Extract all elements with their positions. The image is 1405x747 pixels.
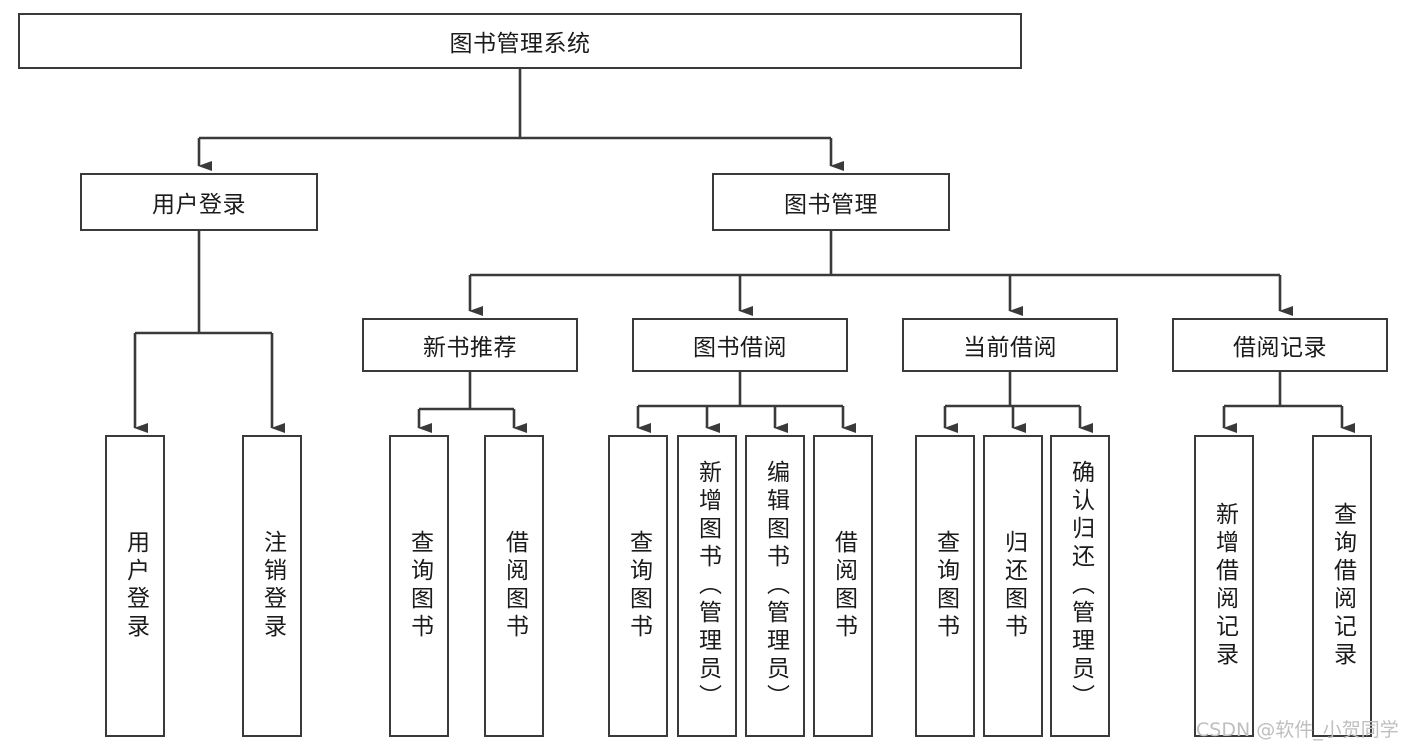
node-leaf-add-book-label: 新增图书（管理员） bbox=[694, 460, 721, 712]
node-user-login-label: 用户登录 bbox=[152, 192, 246, 218]
node-leaf-user-logout[interactable]: 注销登录 bbox=[242, 435, 302, 737]
node-current-borrow-label: 当前借阅 bbox=[963, 335, 1057, 361]
node-leaf-return-book-label: 归还图书 bbox=[1000, 530, 1027, 642]
node-root-label: 图书管理系统 bbox=[449, 31, 591, 57]
node-leaf-user-login-label: 用户登录 bbox=[122, 530, 149, 642]
node-book-borrow-label: 图书借阅 bbox=[693, 335, 787, 361]
node-leaf-add-book[interactable]: 新增图书（管理员） bbox=[677, 435, 737, 737]
watermark: CSDN @软件_小贺同学 bbox=[1196, 715, 1399, 742]
node-leaf-query-borrow-record[interactable]: 查询借阅记录 bbox=[1312, 435, 1372, 737]
node-leaf-borrow-book-recommend-label: 借阅图书 bbox=[501, 530, 528, 642]
node-current-borrow[interactable]: 当前借阅 bbox=[902, 318, 1118, 372]
node-new-book-recommend-label: 新书推荐 bbox=[423, 335, 517, 361]
node-leaf-user-logout-label: 注销登录 bbox=[259, 530, 286, 642]
node-root[interactable]: 图书管理系统 bbox=[18, 13, 1022, 69]
node-book-borrow[interactable]: 图书借阅 bbox=[632, 318, 848, 372]
node-leaf-add-borrow-record-label: 新增借阅记录 bbox=[1211, 502, 1238, 670]
node-book-manage-label: 图书管理 bbox=[784, 192, 878, 218]
node-book-manage[interactable]: 图书管理 bbox=[712, 173, 950, 231]
node-leaf-query-book-current[interactable]: 查询图书 bbox=[915, 435, 975, 737]
node-leaf-borrow-book-recommend[interactable]: 借阅图书 bbox=[484, 435, 544, 737]
node-borrow-record[interactable]: 借阅记录 bbox=[1172, 318, 1388, 372]
node-user-login[interactable]: 用户登录 bbox=[80, 173, 318, 231]
node-leaf-return-book[interactable]: 归还图书 bbox=[983, 435, 1043, 737]
node-leaf-confirm-return[interactable]: 确认归还（管理员） bbox=[1050, 435, 1110, 737]
node-leaf-query-book-borrow[interactable]: 查询图书 bbox=[608, 435, 668, 737]
node-leaf-query-book-current-label: 查询图书 bbox=[932, 530, 959, 642]
node-leaf-user-login[interactable]: 用户登录 bbox=[105, 435, 165, 737]
node-leaf-query-borrow-record-label: 查询借阅记录 bbox=[1329, 502, 1356, 670]
node-leaf-borrow-book[interactable]: 借阅图书 bbox=[813, 435, 873, 737]
node-leaf-edit-book[interactable]: 编辑图书（管理员） bbox=[745, 435, 805, 737]
node-leaf-edit-book-label: 编辑图书（管理员） bbox=[762, 460, 789, 712]
node-new-book-recommend[interactable]: 新书推荐 bbox=[362, 318, 578, 372]
node-leaf-query-book-recommend[interactable]: 查询图书 bbox=[389, 435, 449, 737]
node-leaf-query-book-borrow-label: 查询图书 bbox=[625, 530, 652, 642]
node-leaf-query-book-recommend-label: 查询图书 bbox=[406, 530, 433, 642]
node-leaf-add-borrow-record[interactable]: 新增借阅记录 bbox=[1194, 435, 1254, 737]
node-leaf-confirm-return-label: 确认归还（管理员） bbox=[1067, 460, 1094, 712]
node-borrow-record-label: 借阅记录 bbox=[1233, 335, 1327, 361]
watermark-text: CSDN @软件_小贺同学 bbox=[1196, 719, 1399, 741]
node-leaf-borrow-book-label: 借阅图书 bbox=[830, 530, 857, 642]
